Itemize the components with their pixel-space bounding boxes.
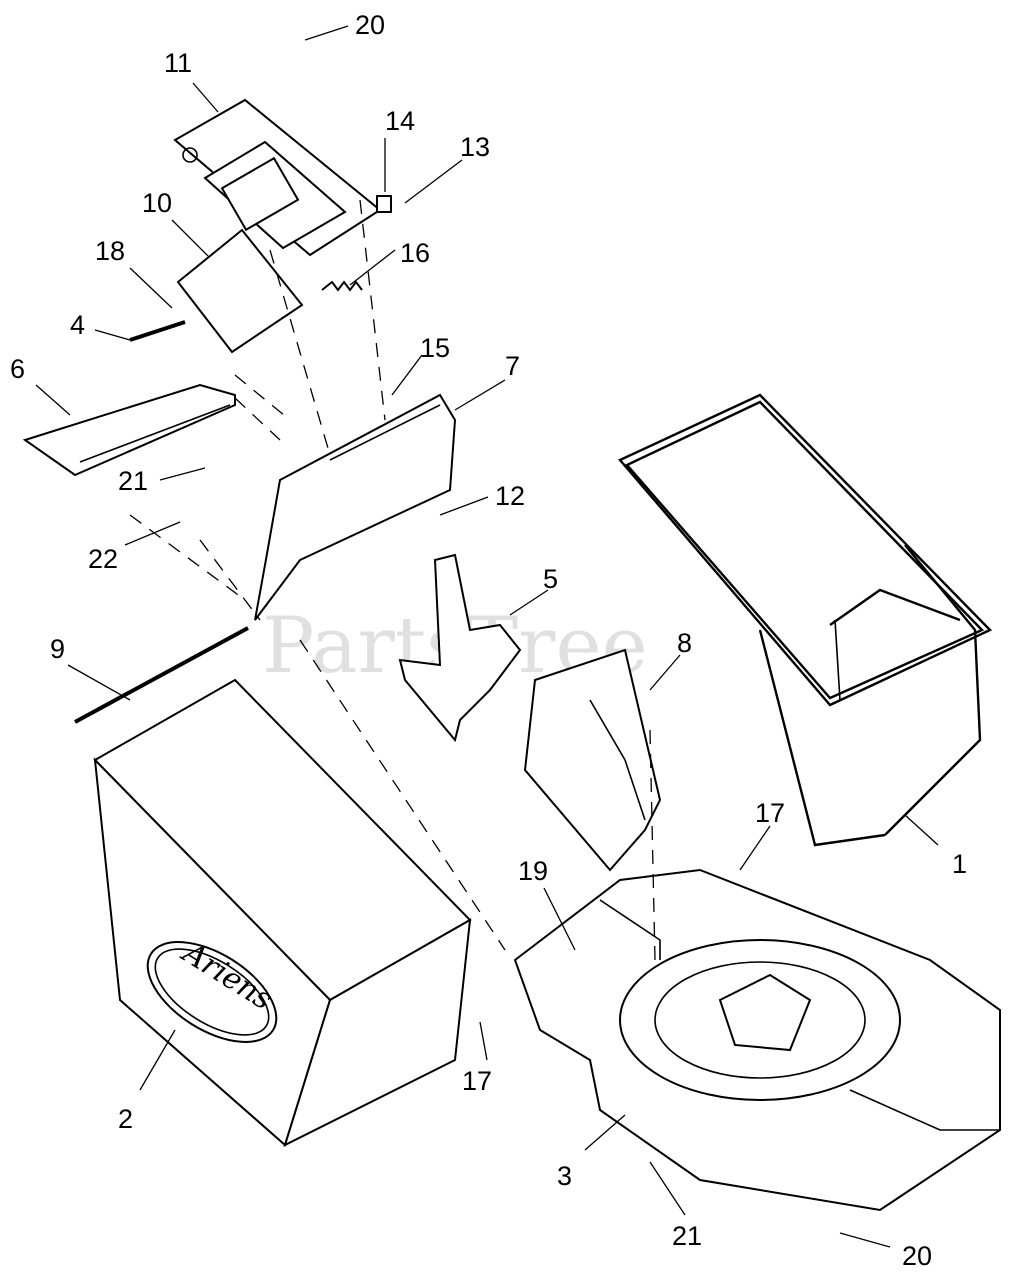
part-5-chute-bracket[interactable] <box>398 553 522 743</box>
callout-label: 6 <box>10 354 25 384</box>
part-2-grass-bag[interactable]: Ariens <box>93 678 472 1147</box>
callout-label: 10 <box>142 188 172 218</box>
callout-label: 2 <box>118 1104 133 1134</box>
part-11-top-door[interactable] <box>173 98 382 257</box>
callout-label: 15 <box>420 333 450 363</box>
callout-label: 8 <box>677 628 692 658</box>
callout-label: 11 <box>164 48 192 78</box>
assembly-lines <box>129 199 656 961</box>
callout-label: 22 <box>88 544 118 574</box>
callout-label: 20 <box>902 1241 932 1271</box>
callout-label: 20 <box>355 10 385 40</box>
part-8-discharge-chute[interactable] <box>523 648 662 872</box>
part-1-bag-frame[interactable] <box>618 393 993 847</box>
part-6-hinge-plate[interactable] <box>22 383 236 477</box>
part-16-spring[interactable] <box>321 280 363 292</box>
callout-label: 16 <box>400 238 430 268</box>
callout-label: 3 <box>557 1161 572 1191</box>
callout-label: 5 <box>543 564 558 594</box>
callout-label: 14 <box>385 106 415 136</box>
leader-lines <box>35 25 939 1248</box>
callout-label: 7 <box>505 351 520 381</box>
callout-label: 13 <box>460 132 490 162</box>
part-14-latch[interactable] <box>376 195 392 213</box>
part-9-rod[interactable] <box>74 626 249 724</box>
callout-label: 9 <box>50 634 65 664</box>
part-7-door-frame[interactable] <box>254 393 457 621</box>
part-3-mower-deck[interactable] <box>513 868 1001 1212</box>
callout-label: 12 <box>495 481 525 511</box>
callout-labels: 20 11 14 13 10 18 16 4 6 15 7 21 12 22 5… <box>10 10 967 1271</box>
part-10-plate[interactable] <box>176 228 304 354</box>
callout-label: 1 <box>952 849 967 879</box>
part-4-rod[interactable] <box>129 320 186 342</box>
callout-label: 4 <box>70 310 85 340</box>
callout-label: 19 <box>518 856 548 886</box>
callout-label: 17 <box>755 798 785 828</box>
callout-label: 21 <box>118 466 148 496</box>
callout-label: 21 <box>672 1221 702 1251</box>
callout-label: 17 <box>462 1066 492 1096</box>
callout-label: 18 <box>95 236 125 266</box>
